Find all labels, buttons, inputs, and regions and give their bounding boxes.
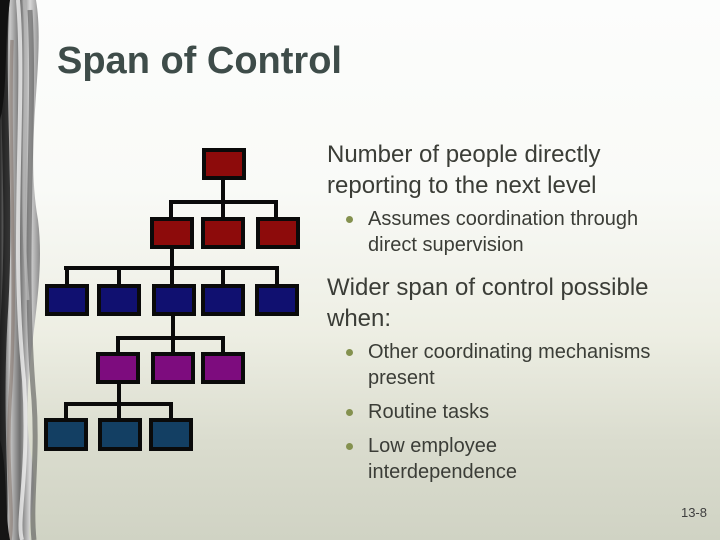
bullet-item: Other coordinating mechanisms present bbox=[327, 339, 699, 391]
decorative-texture-image bbox=[0, 0, 40, 540]
org-connector-line bbox=[64, 266, 279, 270]
bullet-item: Low employee interdependence bbox=[327, 433, 699, 485]
org-connector-line bbox=[221, 336, 225, 354]
org-connector-line bbox=[171, 313, 175, 340]
org-box-level4 bbox=[201, 352, 245, 384]
org-box-level5 bbox=[44, 418, 88, 451]
body-heading-2: Wider span of control possible when: bbox=[327, 274, 649, 332]
bullet-dot bbox=[346, 349, 353, 356]
body-heading-1: Number of people directly reporting to t… bbox=[327, 141, 601, 199]
org-box-level5 bbox=[98, 418, 142, 451]
org-connector-line bbox=[117, 402, 121, 420]
org-connector-line bbox=[274, 200, 278, 219]
bullet-text: Other coordinating mechanisms present bbox=[368, 341, 651, 389]
org-connector-line bbox=[65, 266, 69, 288]
org-box-level3 bbox=[255, 284, 299, 316]
org-chart-diagram bbox=[0, 0, 320, 540]
org-connector-line bbox=[221, 266, 225, 288]
bullet-text: Low employee interdependence bbox=[368, 435, 518, 483]
org-box-level3 bbox=[97, 284, 141, 316]
org-connector-line bbox=[169, 200, 278, 204]
page-number: 13-8 bbox=[680, 505, 707, 520]
org-box-level3 bbox=[45, 284, 89, 316]
slide-body: Number of people directly reporting to t… bbox=[327, 139, 699, 485]
org-connector-line bbox=[116, 336, 120, 354]
org-box-level4 bbox=[96, 352, 140, 384]
bullet-dot bbox=[346, 216, 353, 223]
org-box-level4 bbox=[151, 352, 195, 384]
org-box-level3 bbox=[201, 284, 245, 316]
org-connector-line bbox=[117, 266, 121, 288]
slide-title: Span of Control bbox=[57, 40, 342, 82]
org-connector-line bbox=[64, 402, 68, 420]
org-box-level2 bbox=[256, 217, 300, 249]
org-connector-line bbox=[170, 245, 174, 286]
org-connector-line bbox=[221, 178, 225, 218]
org-connector-line bbox=[169, 402, 173, 420]
org-box-level2 bbox=[150, 217, 194, 249]
org-connector-line bbox=[169, 200, 173, 219]
bullet-item: Routine tasks bbox=[327, 399, 699, 425]
org-connector-line bbox=[275, 266, 279, 288]
bullet-text: Routine tasks bbox=[368, 401, 490, 423]
org-box-level5 bbox=[149, 418, 193, 451]
bullet-item: Assumes coordination through direct supe… bbox=[327, 206, 699, 258]
org-connector-line bbox=[116, 336, 225, 340]
org-connector-line bbox=[171, 336, 175, 354]
org-box-level2 bbox=[201, 217, 245, 249]
org-connector-line bbox=[117, 382, 121, 406]
org-box-level3 bbox=[152, 284, 196, 316]
bullet-dot bbox=[346, 409, 353, 416]
bullet-dot bbox=[346, 443, 353, 450]
bullet-text: Assumes coordination through direct supe… bbox=[368, 208, 639, 256]
org-box-level1 bbox=[202, 148, 246, 180]
